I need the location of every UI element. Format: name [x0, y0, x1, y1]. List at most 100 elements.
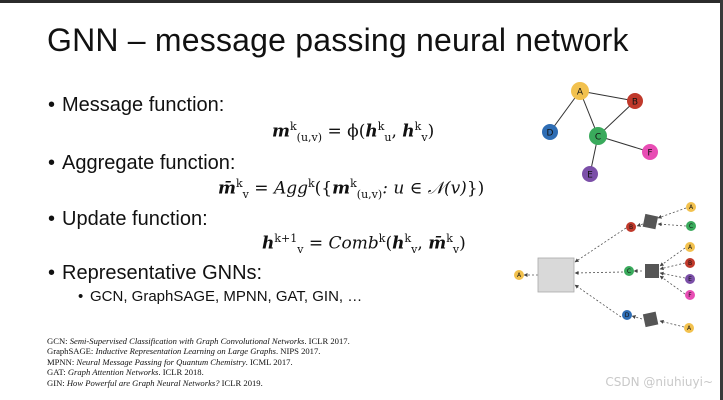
input-graph-diagram: A B C D E F: [542, 82, 658, 182]
frame-border-right: [720, 0, 723, 400]
graph-node-d-label: D: [547, 129, 554, 139]
tree-node-c: C: [624, 266, 634, 276]
tree-leaf-circle: [686, 202, 696, 212]
graph-node-e-label: E: [587, 171, 593, 181]
bullet-message-function: • Message function:: [48, 94, 224, 117]
tree-leaf-label: B: [688, 260, 692, 267]
tree-node-b-circle: [626, 222, 636, 232]
edge-leaf-bbox-1: [657, 207, 687, 219]
edge-a-b: [579, 90, 636, 102]
tree-leaf-b-1: C: [686, 221, 696, 231]
tree-leaf-d-0: A: [684, 323, 694, 333]
bullet-dot-icon: •: [48, 262, 56, 284]
tree-leaf-label: C: [689, 223, 693, 230]
equation-aggregate: m̄kv = Aggk({mk(u,v): u ∈ 𝒩(v)}): [218, 177, 485, 202]
edge-leaf-cbox-3: [659, 271, 686, 279]
tree-node-b: B: [626, 222, 636, 232]
tree-node-d-label: D: [625, 312, 630, 319]
graph-node-c: C: [589, 127, 607, 145]
tree-leaf-label: A: [688, 244, 693, 251]
bullet-dot-icon: •: [48, 152, 56, 174]
tree-edges: [523, 207, 687, 328]
tree-node-b-label: B: [629, 224, 633, 231]
tree-root-node: A: [514, 270, 524, 280]
computation-tree-diagram: A B C D A C A: [514, 202, 696, 333]
edge-leaf-dbox: [659, 319, 685, 328]
tree-leaf-circle: [685, 274, 695, 284]
root-aggregator-box: [537, 257, 575, 293]
tree-leaf-label: E: [688, 276, 692, 283]
tree-root-circle: [514, 270, 524, 280]
aggregator-box-b: [642, 213, 659, 230]
graph-node-f-circle: [642, 144, 658, 160]
tree-leaf-circle: [684, 323, 694, 333]
tree-leaf-c-0: A: [685, 242, 695, 252]
reference-gcn: GCN: Semi-Supervised Classification with…: [47, 336, 350, 346]
frame-border-top: [0, 0, 723, 3]
tree-leaf-circle: [686, 221, 696, 231]
edge-leaf-bbox-2: [657, 222, 687, 227]
tree-node-c-label: C: [627, 268, 631, 275]
tree-leaf-c-2: E: [685, 274, 695, 284]
aggregator-box-d: [642, 311, 659, 328]
sub-bullet-dot-icon: •: [78, 288, 84, 305]
bullet-label: Update function:: [62, 208, 208, 230]
reference-gat: GAT: Graph Attention Networks. ICLR 2018…: [47, 367, 204, 378]
tree-leaf-circle: [685, 258, 695, 268]
graph-node-e: E: [582, 166, 598, 182]
graph-node-a-label: A: [577, 88, 584, 98]
bullet-update-function: • Update function:: [48, 208, 208, 231]
reference-mpnn: MPNN: Neural Message Passing for Quantum…: [47, 356, 293, 367]
graph-node-d: D: [542, 124, 558, 140]
edge-leaf-cbox-1: [659, 247, 686, 267]
sub-bullet-text: GCN, GraphSAGE, MPNN, GAT, GIN, …: [90, 288, 363, 305]
equation-message: mk(u,v) = ϕ(hku, hkv): [272, 120, 435, 145]
graph-node-b-circle: [627, 93, 643, 109]
graph-node-f: F: [642, 144, 658, 160]
references-list: GCN: Semi-Supervised Classification with…: [47, 336, 350, 388]
tree-node-c-circle: [624, 266, 634, 276]
graph-node-a: A: [571, 82, 589, 100]
tree-leaf-c-1: B: [685, 258, 695, 268]
tree-leaf-label: A: [689, 204, 694, 211]
tree-root-label: A: [517, 272, 522, 279]
graph-node-b: B: [627, 93, 643, 109]
bullet-label: Aggregate function:: [62, 152, 236, 174]
tree-node-d: D: [622, 310, 632, 320]
bullet-representative-gnns: • Representative GNNs:: [48, 262, 262, 285]
equation-update: hk+1v = Combk(hkv, m̄kv): [262, 232, 466, 257]
tree-leaf-b-0: A: [686, 202, 696, 212]
graph-node-b-label: B: [632, 98, 638, 108]
edge-dbox-d: [631, 315, 643, 320]
bullet-aggregate-function: • Aggregate function:: [48, 152, 235, 175]
slide-title: GNN – message passing neural network: [47, 22, 629, 58]
bullet-dot-icon: •: [48, 94, 56, 116]
tree-node-d-circle: [622, 310, 632, 320]
reference-graphsage: GraphSAGE: Inductive Representation Lear…: [47, 346, 321, 357]
tree-leaf-label: F: [688, 292, 692, 299]
graph-node-d-circle: [542, 124, 558, 140]
tree-leaf-c-3: F: [685, 290, 695, 300]
edge-bbox-b: [636, 222, 644, 227]
edge-d-rootbox: [574, 284, 622, 318]
reference-gin: GIN: How Powerful are Graph Neural Netwo…: [47, 377, 263, 388]
graph-node-c-circle: [589, 127, 607, 145]
edge-c-rootbox: [574, 270, 624, 275]
graph-node-f-label: F: [647, 149, 652, 159]
csdn-watermark: CSDN @niuhiuyi~: [605, 375, 713, 389]
edge-leaf-cbox-4: [659, 275, 686, 295]
bullet-dot-icon: •: [48, 208, 56, 230]
sub-bullet-gnn-list: • GCN, GraphSAGE, MPNN, GAT, GIN, …: [78, 288, 362, 305]
aggregator-box-c: [645, 264, 659, 278]
bullet-label: Representative GNNs:: [62, 262, 263, 284]
edge-leaf-cbox-2: [659, 262, 686, 271]
edge-b-rootbox: [574, 227, 627, 263]
edge-c-f: [597, 135, 651, 153]
graph-node-e-circle: [582, 166, 598, 182]
tree-leaf-circle: [685, 242, 695, 252]
bullet-label: Message function:: [62, 94, 225, 116]
tree-leaf-circle: [685, 290, 695, 300]
graph-node-c-label: C: [595, 133, 601, 143]
graph-node-a-circle: [571, 82, 589, 100]
